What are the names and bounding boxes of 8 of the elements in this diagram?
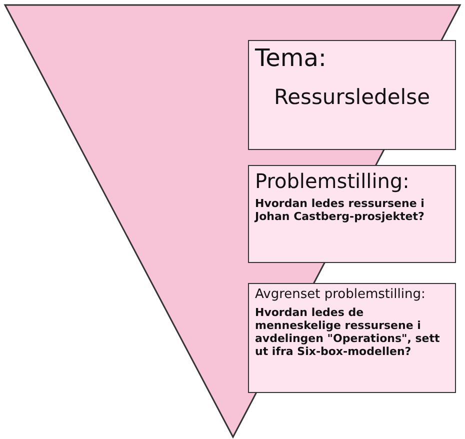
box-heading: Problemstilling: <box>255 169 410 193</box>
box-text: Ressursledelse <box>272 84 432 110</box>
box-heading: Tema: <box>255 44 328 72</box>
box-text: Hvordan ledes de menneskelige ressursene i avdelingen "Operations", sett ut ifra Six-box-modellen? <box>255 306 441 358</box>
box-heading: Avgrenset problemstilling: <box>255 287 426 302</box>
box-text: Hvordan ledes ressursene i Johan Castberg-prosjektet? <box>255 197 426 223</box>
text-box <box>248 283 456 393</box>
text-box <box>248 165 456 263</box>
